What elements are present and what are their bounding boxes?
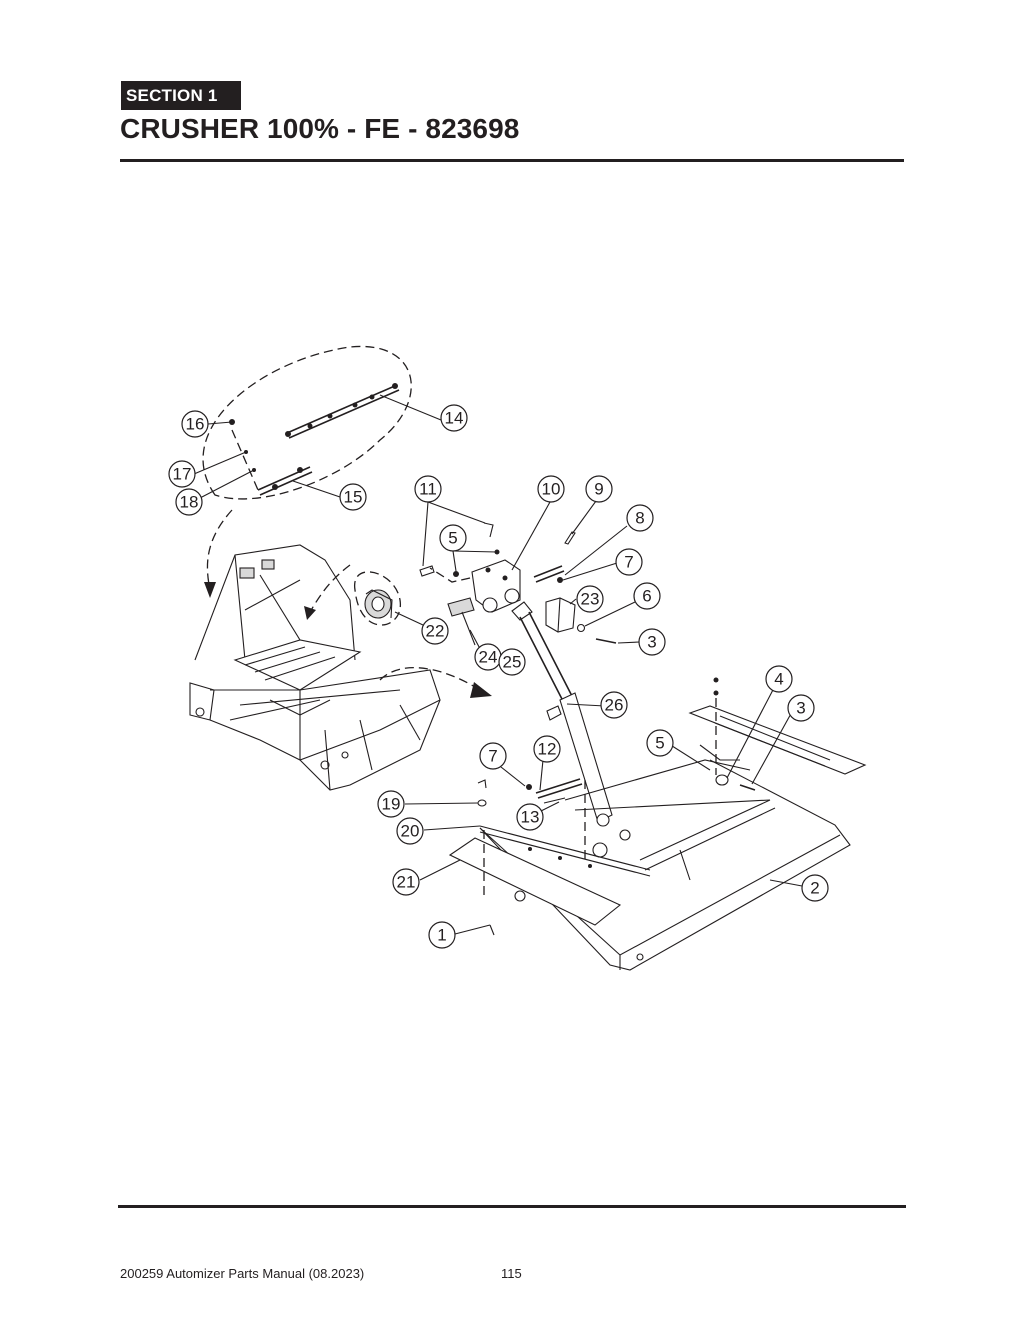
page-title: CRUSHER 100% - FE - 823698 bbox=[120, 113, 520, 144]
callout-18: 18 bbox=[175, 488, 203, 516]
lower-frame bbox=[479, 744, 851, 971]
callout-17: 17 bbox=[168, 460, 196, 488]
callout-7-b: 7 bbox=[479, 742, 507, 770]
svg-text:3: 3 bbox=[796, 699, 805, 718]
callout-22: 22 bbox=[421, 617, 449, 645]
callout-19: 19 bbox=[377, 790, 405, 818]
page-number: 115 bbox=[501, 1266, 522, 1281]
svg-text:6: 6 bbox=[642, 587, 651, 606]
svg-text:12: 12 bbox=[538, 740, 557, 759]
svg-text:25: 25 bbox=[503, 653, 522, 672]
bearing-part bbox=[364, 589, 393, 619]
seat-plate-top bbox=[285, 383, 400, 439]
callout-7: 7 bbox=[615, 548, 643, 576]
callout-2: 2 bbox=[801, 874, 829, 902]
svg-text:18: 18 bbox=[180, 493, 199, 512]
svg-text:5: 5 bbox=[655, 734, 664, 753]
pin-part bbox=[533, 531, 576, 583]
svg-text:13: 13 bbox=[521, 808, 540, 827]
svg-text:2: 2 bbox=[810, 879, 819, 898]
svg-text:19: 19 bbox=[382, 795, 401, 814]
svg-text:14: 14 bbox=[445, 409, 464, 428]
callout-10: 10 bbox=[537, 475, 565, 503]
svg-text:21: 21 bbox=[397, 873, 416, 892]
callout-1: 1 bbox=[428, 921, 456, 949]
manual-reference: 200259 Automizer Parts Manual (08.2023) bbox=[120, 1266, 365, 1281]
svg-text:15: 15 bbox=[344, 488, 363, 507]
section-label: SECTION 1 bbox=[121, 81, 241, 110]
callout-9: 9 bbox=[585, 475, 613, 503]
svg-text:11: 11 bbox=[419, 480, 437, 499]
svg-text:1: 1 bbox=[437, 926, 446, 945]
svg-text:7: 7 bbox=[488, 747, 497, 766]
hydraulic-cylinder bbox=[511, 601, 613, 827]
mounting-board bbox=[448, 825, 651, 936]
svg-text:26: 26 bbox=[605, 696, 624, 715]
slot-plate bbox=[688, 705, 867, 775]
callout-5: 5 bbox=[439, 524, 467, 552]
callout-13: 13 bbox=[516, 803, 544, 831]
svg-text:23: 23 bbox=[581, 590, 600, 609]
callout-6: 6 bbox=[633, 582, 661, 610]
seat-plate-bottom bbox=[257, 466, 313, 496]
crusher-frame-assembly bbox=[189, 544, 441, 791]
svg-text:7: 7 bbox=[624, 553, 633, 572]
callout-5-b: 5 bbox=[646, 729, 674, 757]
pivot-bracket bbox=[429, 559, 521, 613]
callout-16: 16 bbox=[181, 410, 209, 438]
callout-26: 26 bbox=[600, 691, 628, 719]
hinge-part bbox=[447, 597, 476, 646]
svg-text:4: 4 bbox=[774, 670, 783, 689]
washer-stack bbox=[713, 677, 756, 791]
callout-15: 15 bbox=[339, 483, 367, 511]
callout-3-b: 3 bbox=[787, 694, 815, 722]
pin-lower bbox=[477, 778, 583, 807]
washer-bolt bbox=[576, 623, 617, 644]
svg-text:9: 9 bbox=[594, 480, 603, 499]
callout-4: 4 bbox=[765, 665, 793, 693]
detail-ellipse bbox=[202, 345, 412, 500]
svg-text:10: 10 bbox=[542, 480, 561, 499]
footer-divider bbox=[118, 1205, 906, 1208]
svg-text:17: 17 bbox=[173, 465, 192, 484]
callout-23: 23 bbox=[576, 585, 604, 613]
leader-lines bbox=[193, 394, 803, 935]
svg-text:8: 8 bbox=[635, 509, 644, 528]
svg-text:24: 24 bbox=[479, 648, 498, 667]
callout-21: 21 bbox=[392, 868, 420, 896]
callout-14: 14 bbox=[440, 404, 468, 432]
svg-text:5: 5 bbox=[448, 529, 457, 548]
callout-20: 20 bbox=[396, 817, 424, 845]
callout-12: 12 bbox=[533, 735, 561, 763]
callout-3: 3 bbox=[638, 628, 666, 656]
svg-text:20: 20 bbox=[401, 822, 420, 841]
title-divider bbox=[120, 159, 904, 162]
svg-text:16: 16 bbox=[186, 415, 205, 434]
callout-11: 11 bbox=[414, 475, 442, 503]
svg-text:22: 22 bbox=[426, 622, 445, 641]
callout-25: 25 bbox=[498, 648, 526, 676]
callout-24: 24 bbox=[474, 643, 502, 671]
svg-text:3: 3 bbox=[647, 633, 656, 652]
block-part bbox=[545, 597, 576, 633]
callout-8: 8 bbox=[626, 504, 654, 532]
